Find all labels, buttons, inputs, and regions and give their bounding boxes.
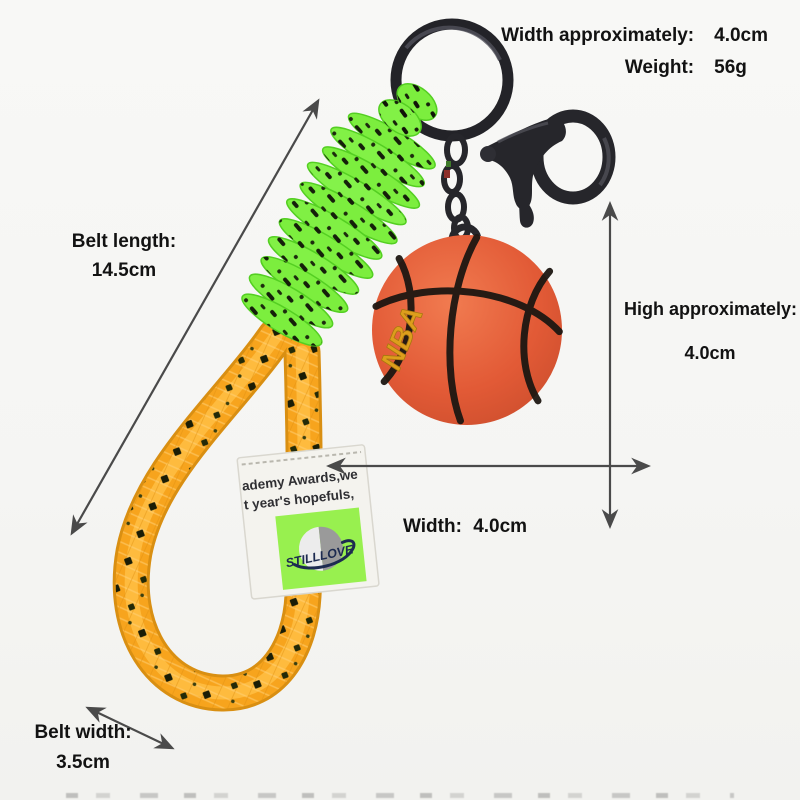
- height-label: High approximately:: [624, 299, 798, 319]
- belt-width-block: Belt width: 3.5cm: [28, 718, 138, 778]
- cropped-text-strip: [66, 793, 734, 798]
- lobster-clasp: [480, 109, 616, 228]
- width-approx-label: Width approximately:: [501, 25, 695, 46]
- basketball-charm: NBA: [372, 223, 563, 425]
- width-mid-label: Width:: [403, 516, 462, 537]
- belt-width-arrow: [85, 706, 175, 750]
- belt-length-block: Belt length: 14.5cm: [68, 227, 180, 285]
- fabric-tag: ademy Awards,we t year's hopefuls, STILL…: [236, 444, 380, 600]
- belt-width-value: 3.5cm: [56, 752, 110, 773]
- belt-length-value: 14.5cm: [91, 260, 157, 281]
- belt-width-label: Belt width:: [34, 722, 132, 743]
- belt-length-arrow: [70, 98, 320, 536]
- belt-length-label: Belt length:: [71, 231, 177, 252]
- ball-seams: [372, 234, 563, 425]
- weight-value: 56g: [714, 56, 747, 78]
- width-mid-value: 4.0cm: [473, 516, 528, 537]
- width-approx-value: 4.0cm: [714, 25, 768, 46]
- width-mid-block: Width: 4.0cm: [403, 513, 527, 542]
- weight-label: Weight:: [624, 56, 695, 78]
- dimension-arrows: [70, 98, 651, 750]
- size-weight-block: Width approximately: 4.0cm Weight: 56g: [501, 22, 768, 82]
- tag-brand-logo: STILLLOVE: [275, 507, 367, 590]
- height-block: High approximately: 4.0cm: [624, 296, 798, 367]
- logo-swoosh: [292, 539, 356, 570]
- height-value: 4.0cm: [684, 343, 736, 363]
- paracord-knot: [378, 82, 438, 137]
